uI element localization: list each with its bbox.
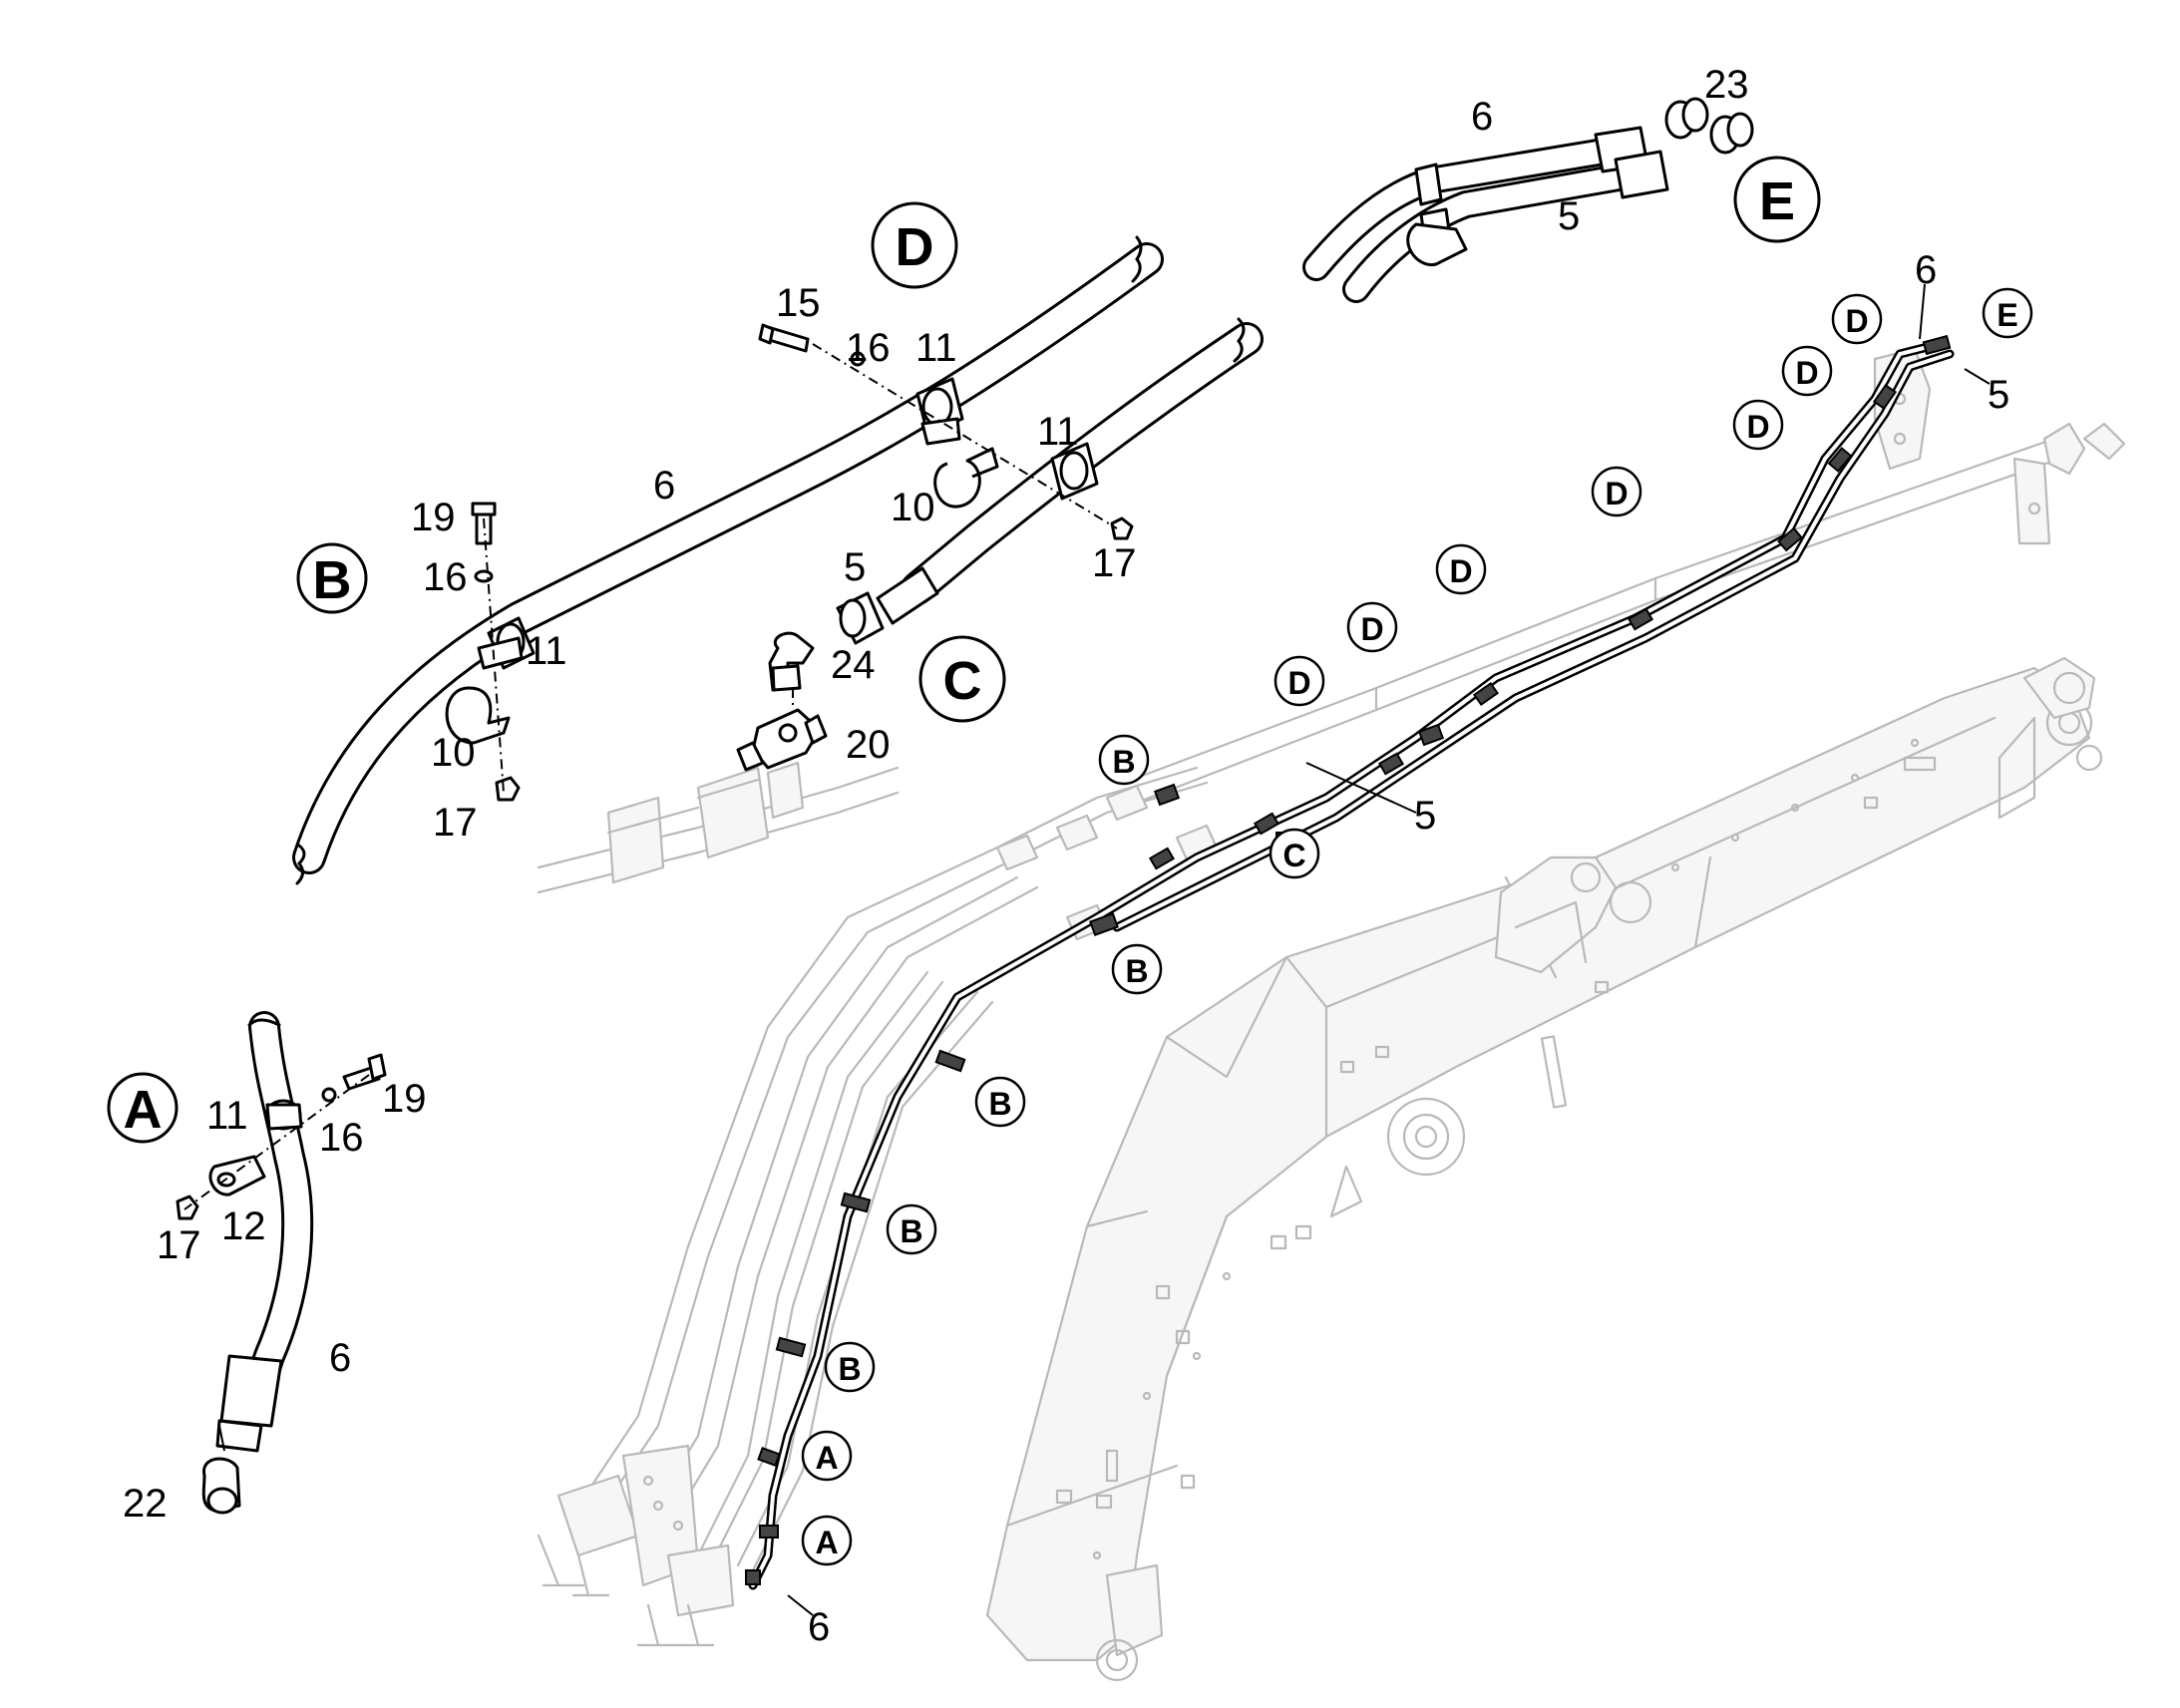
svg-text:A: A (815, 1440, 838, 1476)
detail-letter-a: A (107, 1072, 179, 1144)
cylinder-background (537, 761, 900, 894)
callout-17: 17 (1092, 541, 1137, 585)
boom-marker: A (801, 1430, 853, 1482)
callout-11: 11 (1037, 410, 1079, 454)
callout-numbers: 15 16 11 11 10 17 6 19 16 11 10 17 5 24 … (123, 63, 2009, 1649)
svg-text:D: D (1845, 303, 1868, 339)
callout-5: 5 (1558, 194, 1580, 238)
callout-19: 19 (382, 1077, 427, 1121)
callout-11: 11 (206, 1094, 248, 1138)
boom-marker: B (824, 1341, 876, 1393)
callout-6: 6 (1915, 248, 1937, 292)
svg-text:D: D (1360, 611, 1383, 647)
svg-text:D: D (1287, 665, 1310, 701)
svg-text:D: D (1795, 355, 1818, 391)
svg-text:D: D (1449, 553, 1472, 589)
boom-marker: D (1591, 466, 1642, 517)
svg-text:B: B (838, 1351, 861, 1387)
callout-11: 11 (915, 326, 957, 370)
callout-6: 6 (329, 1336, 351, 1380)
svg-text:C: C (943, 651, 982, 711)
svg-text:E: E (1759, 171, 1795, 231)
detail-c (736, 591, 885, 772)
callout-10: 10 (431, 731, 476, 775)
svg-text:B: B (313, 550, 352, 610)
callout-11: 11 (526, 629, 567, 673)
svg-text:E: E (1997, 297, 2017, 333)
leader-lines (218, 283, 1991, 1616)
detail-e (1302, 97, 1754, 303)
callout-6: 6 (808, 1605, 830, 1649)
detail-d (292, 235, 1264, 885)
boom-marker: A (801, 1515, 853, 1566)
detail-letter-c: C (918, 635, 1006, 723)
boom-marker: D (1781, 345, 1833, 397)
callout-15: 15 (776, 281, 821, 325)
callout-5: 5 (844, 545, 866, 589)
callout-17: 17 (157, 1223, 201, 1267)
callout-10: 10 (891, 486, 935, 529)
svg-text:D: D (896, 217, 934, 277)
boom-marker: B (886, 1203, 937, 1255)
boom-marker: D (1831, 293, 1883, 345)
boom-marker: E (1982, 287, 2033, 339)
detail-a (176, 1011, 387, 1515)
svg-text:B: B (1112, 744, 1135, 780)
callout-5: 5 (1414, 794, 1436, 838)
callout-20: 20 (846, 723, 891, 767)
svg-text:A: A (815, 1525, 838, 1560)
callout-19: 19 (411, 496, 456, 539)
boom-marker: B (974, 1076, 1026, 1128)
callout-6: 6 (653, 464, 675, 508)
svg-text:B: B (988, 1086, 1011, 1122)
callout-17: 17 (433, 801, 478, 845)
svg-text:B: B (1125, 953, 1148, 989)
detail-b (445, 502, 536, 802)
callout-16: 16 (319, 1116, 364, 1160)
callout-24: 24 (831, 643, 876, 687)
callout-22: 22 (123, 1482, 168, 1526)
svg-text:D: D (1605, 476, 1628, 512)
boom-marker: B (1098, 734, 1150, 786)
callout-23: 23 (1704, 63, 1749, 107)
svg-text:A: A (124, 1080, 163, 1140)
boom-marker: D (1346, 601, 1398, 653)
detail-letter-e: E (1733, 156, 1821, 243)
boom-marker: B (1111, 943, 1163, 995)
callout-16: 16 (423, 555, 468, 599)
boom-marker: D (1273, 655, 1325, 707)
callout-16: 16 (846, 326, 891, 370)
svg-text:C: C (1282, 838, 1305, 873)
svg-text:B: B (900, 1213, 922, 1249)
callout-12: 12 (221, 1204, 266, 1248)
boom-marker: D (1732, 399, 1784, 451)
svg-text:D: D (1746, 409, 1769, 445)
callout-5: 5 (1988, 373, 2009, 417)
detail-letter-d: D (871, 201, 958, 289)
boom-marker: C (1269, 828, 1320, 879)
boom-marker: D (1435, 543, 1487, 595)
detail-letter-b: B (296, 542, 368, 614)
boom-structure (985, 656, 2103, 1682)
callout-6: 6 (1471, 95, 1493, 139)
